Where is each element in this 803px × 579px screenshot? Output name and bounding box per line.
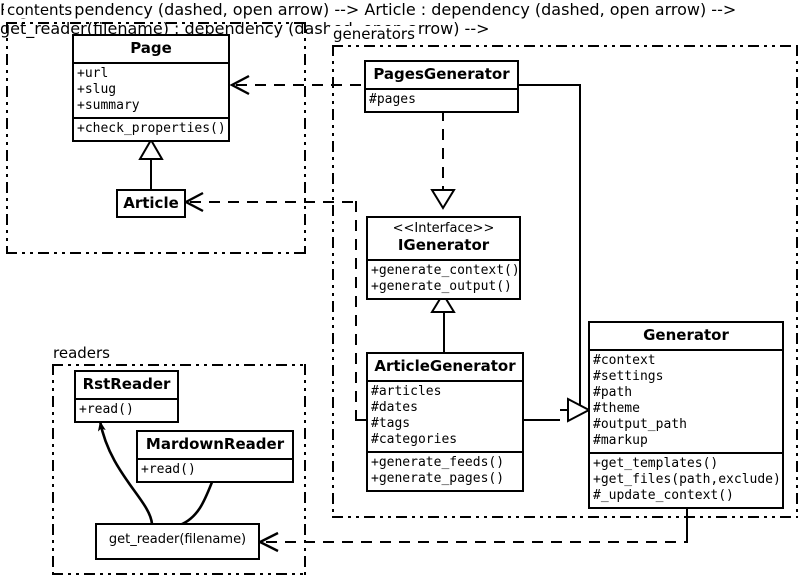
generalization-line-pagesgenerator-to-generator-v <box>579 84 581 410</box>
attribute-item: #markup <box>593 433 648 448</box>
class-box-mardownreader[interactable]: MardownReader +read() <box>136 430 294 483</box>
operation-item: +generate_pages() <box>371 471 505 486</box>
dependency-line-articlegenerator-to-article-stub <box>355 419 367 421</box>
attribute-item: #path <box>593 385 633 400</box>
attributes-compartment-generator: #context #settings #path #theme #output_… <box>590 349 782 452</box>
attribute-item: #dates <box>371 400 418 415</box>
package-contents-border-top <box>6 22 306 24</box>
class-box-generator[interactable]: Generator #context #settings #path #them… <box>588 321 784 509</box>
realization-arrowhead-igenerator <box>430 189 456 210</box>
operation-item: #_update_context() <box>593 488 734 503</box>
stereotype-interface: <<Interface>> <box>392 221 495 236</box>
class-box-igenerator[interactable]: <<Interface>> IGenerator +generate_conte… <box>366 216 521 300</box>
package-readers-border-top <box>52 364 306 366</box>
attribute-item: #tags <box>371 416 411 431</box>
attributes-compartment-pagesgenerator: #pages <box>366 88 517 111</box>
operations-compartment-generator: +get_templates() +get_files(path,exclude… <box>590 452 782 507</box>
operation-item: +get_files(path,exclude) <box>593 472 781 487</box>
attribute-item: #theme <box>593 401 640 416</box>
class-name-generator: Generator <box>643 326 729 344</box>
attribute-item: #articles <box>371 384 442 399</box>
class-name-page: Page <box>130 39 172 57</box>
generalization-line-pagesgenerator-to-generator-h <box>517 84 581 86</box>
package-readers-label: readers <box>50 345 113 361</box>
package-generators-border-bottom <box>332 516 798 518</box>
package-contents-label: contents <box>4 2 76 18</box>
attribute-item: +url <box>77 66 109 81</box>
dependency-line-generator-to-get-reader <box>266 541 688 543</box>
class-name-mardownreader: MardownReader <box>145 435 285 453</box>
class-box-articlegenerator[interactable]: ArticleGenerator #articles #dates #tags … <box>366 352 524 492</box>
dependency-line-generator-drop <box>686 503 688 541</box>
function-name-get-reader: get_reader(filename) <box>108 532 247 547</box>
operation-item: +read() <box>141 462 196 477</box>
class-box-page[interactable]: Page +url +slug +summary +check_properti… <box>72 34 230 142</box>
operations-compartment-articlegenerator: +generate_feeds() +generate_pages() <box>368 451 522 490</box>
package-contents-border-bottom <box>6 252 306 254</box>
operation-item: +generate_context() <box>371 263 520 278</box>
package-contents-border-right <box>304 22 306 254</box>
package-generators-border-right <box>796 45 798 518</box>
generalization-line-articlegenerator-to-generator <box>524 419 560 421</box>
attribute-item: #context <box>593 353 656 368</box>
class-box-rstreader[interactable]: RstReader +read() <box>74 370 179 423</box>
attribute-item: #pages <box>369 92 416 107</box>
attribute-item: #categories <box>371 432 458 447</box>
realization-line-pagesgenerator-to-igenerator <box>442 110 444 190</box>
package-readers-border-left <box>52 364 54 575</box>
class-name-pagesgenerator: PagesGenerator <box>373 65 510 83</box>
operation-item: +generate_feeds() <box>371 455 505 470</box>
attribute-item: #output_path <box>593 417 687 432</box>
operation-item: +read() <box>79 402 134 417</box>
operations-compartment-rstreader: +read() <box>76 398 177 421</box>
attributes-compartment-page: +url +slug +summary <box>74 62 228 117</box>
class-box-article[interactable]: Article <box>116 189 186 218</box>
attribute-item: +summary <box>77 98 140 113</box>
attribute-item: +slug <box>77 82 117 97</box>
class-header-igenerator: <<Interface>> IGenerator <box>368 218 519 259</box>
class-name-article: Article <box>123 194 179 212</box>
package-contents-border-left <box>6 22 8 254</box>
function-box-get-reader[interactable]: get_reader(filename) <box>95 523 260 560</box>
generalization-line-article-to-page <box>150 157 152 190</box>
class-box-pagesgenerator[interactable]: PagesGenerator #pages <box>364 60 519 113</box>
package-generators-label: generators <box>330 26 418 42</box>
operations-compartment-page: +check_properties() <box>74 117 228 140</box>
operations-compartment-mardownreader: +read() <box>138 458 292 481</box>
package-readers-border-right <box>304 364 306 575</box>
dependency-line-articlegenerator-to-article-h <box>190 201 356 203</box>
class-name-igenerator: IGenerator <box>397 236 490 254</box>
generalization-line-articlegenerator-to-igenerator <box>443 310 445 354</box>
class-name-rstreader: RstReader <box>82 375 171 393</box>
operation-item: +check_properties() <box>77 121 226 136</box>
attributes-compartment-articlegenerator: #articles #dates #tags #categories <box>368 380 522 451</box>
package-readers-border-bottom <box>52 573 306 575</box>
dependency-line-articlegenerator-to-article-v <box>355 201 357 420</box>
package-generators-border-top <box>332 45 798 47</box>
operation-item: +get_templates() <box>593 456 719 471</box>
class-name-articlegenerator: ArticleGenerator <box>374 357 516 375</box>
generalization-line-join-generator <box>560 409 580 411</box>
operations-compartment-igenerator: +generate_context() +generate_output() <box>368 259 520 298</box>
package-generators-border-left <box>332 45 334 518</box>
operation-item: +generate_output() <box>371 279 512 294</box>
attribute-item: #settings <box>593 369 664 384</box>
